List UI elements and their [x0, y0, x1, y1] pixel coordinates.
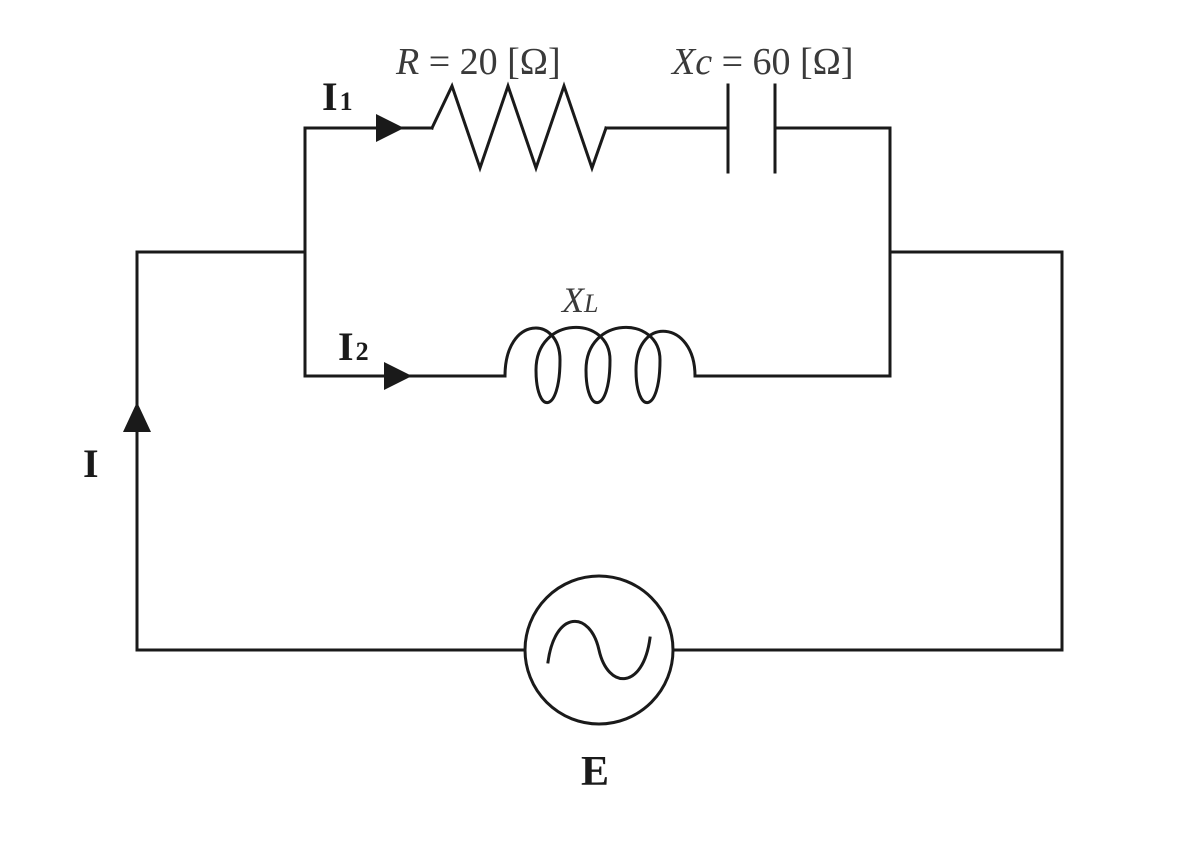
labels: I1 I2 I R = 20 [Ω] Xc = 60 [Ω] XL E — [83, 41, 854, 795]
current-arrows — [123, 114, 412, 432]
resistor-value-text: = 20 [Ω] — [419, 41, 560, 83]
source-label: E — [581, 749, 609, 795]
i1-label-main: I — [322, 74, 338, 119]
inductor-subscript-text: L — [583, 289, 598, 318]
i2-label-sub: 2 — [356, 337, 369, 366]
upper-branch — [303, 81, 892, 174]
i-total-label: I — [83, 441, 99, 486]
resistor-label: R = 20 [Ω] — [395, 41, 561, 83]
inductor-label: XL — [560, 280, 598, 320]
i2-arrow-icon — [384, 362, 412, 390]
i-total-arrow-icon — [123, 402, 151, 432]
capacitor-label: Xc = 60 [Ω] — [670, 41, 854, 83]
resistor-symbol — [430, 81, 608, 173]
capacitor-symbol-text: X — [670, 41, 697, 83]
lower-branch — [303, 326, 892, 404]
capacitor-value-text: = 60 [Ω] — [712, 41, 853, 83]
i2-label: I2 — [338, 324, 369, 369]
ac-source — [523, 574, 675, 726]
inductor-symbol — [503, 326, 697, 404]
branch-nodes — [303, 126, 892, 378]
inductor-symbol-text: X — [560, 280, 586, 320]
resistor-symbol-text: R — [395, 41, 419, 83]
capacitor-subscript-text: c — [695, 41, 712, 83]
sine-wave-icon — [546, 620, 652, 680]
outer-loop-wires — [135, 250, 1064, 652]
i1-label: I1 — [322, 74, 353, 119]
i1-label-sub: 1 — [340, 87, 353, 116]
i1-arrow-icon — [376, 114, 404, 142]
i2-label-main: I — [338, 324, 354, 369]
source-circle — [523, 574, 675, 726]
